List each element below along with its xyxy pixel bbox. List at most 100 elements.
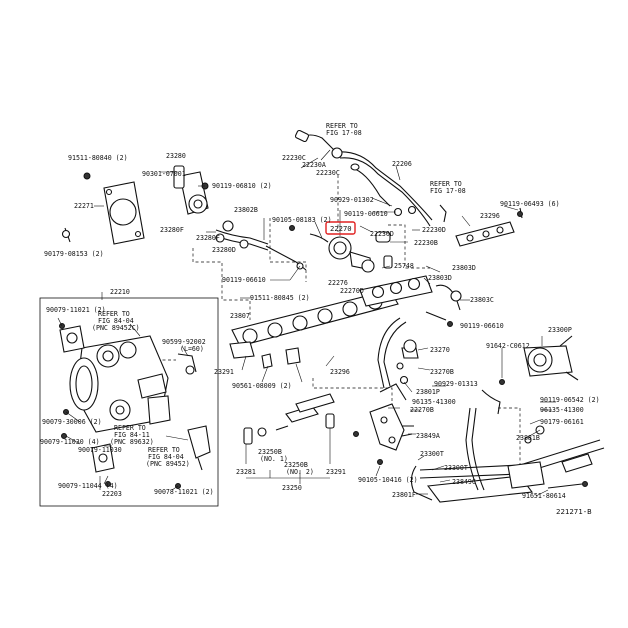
label-91511-80840: 91511-80840 (2) (68, 154, 128, 162)
label-23291-a: 23291 (214, 368, 234, 376)
label-refer-fig84-11-c: (PNC 89632) (110, 438, 154, 446)
label-22230C-b: 22230C (316, 169, 340, 177)
label-91642-C0612: 91642-C0612 (486, 342, 530, 350)
dashed-guide-lines (146, 175, 521, 470)
label-23250B-no1: 23250B (258, 448, 282, 456)
label-90179-08153: 90179-08153 (2) (44, 250, 104, 258)
label-90079-11030-a: 90079-11030 (4) (40, 438, 100, 446)
label-23250B-no1b: (NO. 1) (260, 455, 288, 463)
label-refer-fig84-04-2b: FIG 84-04 (148, 453, 184, 461)
label-23270: 23270 (430, 346, 450, 354)
label-90929-01313: 90929-01313 (434, 380, 478, 388)
label-23300T-a: 23300T (420, 450, 444, 458)
label-90561-08009: 90561-08009 (2) (232, 382, 292, 390)
label-90599-92002-b: (L=60) (180, 345, 204, 353)
label-refer-fig84-04-2c: (PNC 89452) (146, 460, 190, 468)
label-22230A: 22230A (302, 161, 326, 169)
label-23281: 23281 (236, 468, 256, 476)
label-refer-fig17-08-right: REFER TO (430, 180, 462, 188)
label-96135-41300-b: 96135-41300 (540, 406, 584, 414)
label-90119-06810: 90119-06810 (2) (212, 182, 272, 190)
label-refer-fig84-04-2: REFER TO (148, 446, 180, 454)
label-90079-30006: 90079-30006 (2) (42, 418, 102, 426)
fuel-line-lower-right (410, 407, 605, 503)
label-90119-06610-b: 90119-06610 (460, 322, 504, 330)
label-90105-08183: 90105-08183 (2) (272, 216, 332, 224)
label-23250B-no2b: (NO. 2) (286, 468, 314, 476)
label-22206: 22206 (392, 160, 412, 168)
label-22230D-b: 22230D (370, 230, 394, 238)
label-23300T-b: 23300T (444, 464, 468, 472)
label-22203: 22203 (102, 490, 122, 498)
label-23849C: 23849C (452, 478, 476, 486)
label-90119-06610-c: 90119-06610 (222, 276, 266, 284)
label-22230D: 22230D (422, 226, 446, 234)
label-91651-80614: 91651-80614 (522, 492, 566, 500)
label-refer-fig17-08-top: REFER TO (326, 122, 358, 130)
label-23296: 23296 (480, 212, 500, 220)
figure-id: 221271-B (556, 507, 592, 516)
pressure-regulator (309, 231, 393, 273)
label-23280F-b: 23280F (196, 234, 220, 242)
label-refer-fig84-04-b: FIG 84-04 (98, 317, 134, 325)
label-22230B: 22230B (414, 239, 438, 247)
label-23807: 23807 (230, 312, 250, 320)
fuel-pipe-assembly (294, 129, 447, 227)
fuel-delivery-rail (229, 275, 433, 369)
label-90119-06542: 90119-06542 (2) (540, 396, 600, 404)
label-23280F: 23280F (160, 226, 184, 234)
label-90301-07001: 90301-07001 (142, 170, 186, 178)
highlight-box-22270 (325, 221, 356, 235)
label-96135-41300-a: 96135-41300 (412, 398, 456, 406)
label-refer-fig17-08-top-b: FIG 17-08 (326, 129, 362, 137)
label-90119-06493: 90119-06493 (6) (500, 200, 560, 208)
label-refer-fig84-11: REFER TO (114, 424, 146, 432)
label-23280D: 23280D (212, 246, 236, 254)
label-25748: 25748 (394, 262, 414, 270)
pulsation-damper (481, 335, 579, 415)
label-23803D-b: 23803D (428, 274, 452, 282)
label-refer-fig84-04: REFER TO (98, 310, 130, 318)
label-22230C-a: 22230C (282, 154, 306, 162)
label-23801F: 23801F (392, 491, 416, 499)
label-90079-11021: 90079-11021 (2) (46, 306, 106, 314)
label-90079-11044: 90079-11044 (4) (58, 482, 118, 490)
label-23849A: 23849A (416, 432, 440, 440)
label-90078-11021: 90078-11021 (2) (154, 488, 214, 496)
label-90179-06161: 90179-06161 (540, 418, 584, 426)
label-refer-fig84-04-c: (PNC 89452C) (92, 324, 140, 332)
injector-group (243, 393, 383, 465)
label-refer-fig17-08-right-b: FIG 17-08 (430, 187, 466, 195)
throttle-gasket-22271 (61, 172, 145, 245)
label-23280: 23280 (166, 152, 186, 160)
label-23803C: 23803C (470, 296, 494, 304)
label-90929-01302: 90929-01302 (330, 196, 374, 204)
label-90105-10416: 90105-10416 (2) (358, 476, 418, 484)
idle-air-valve (173, 165, 307, 271)
label-23801P: 23801P (416, 388, 440, 396)
label-refer-fig84-11-b: FIG 84-11 (114, 431, 150, 439)
label-91511-80845: 91511-80845 (2) (250, 294, 310, 302)
label-23270B: 23270B (430, 368, 454, 376)
throttle-body-box (39, 297, 219, 507)
label-23291-b: 23291 (326, 468, 346, 476)
label-23250B-no2: 23250B (284, 461, 308, 469)
throttle-body (59, 323, 211, 489)
label-23250: 23250 (282, 484, 302, 492)
label-22276: 22276 (328, 279, 348, 287)
label-90079-11030-b: 90079-11030 (78, 446, 122, 454)
label-22210: 22210 (110, 288, 130, 296)
gasket-23296 (455, 207, 523, 247)
label-23881B: 23881B (516, 434, 540, 442)
label-23802B: 23802B (234, 206, 258, 214)
label-22270: 22270 (330, 224, 352, 233)
label-90119-06610-a: 90119-06610 (344, 210, 388, 218)
label-22270D: 22270D (340, 287, 364, 295)
label-23300P: 23300P (548, 326, 572, 334)
bracket-23849a (369, 403, 414, 451)
label-23296-b: 23296 (330, 368, 350, 376)
leader-lines (57, 149, 556, 497)
label-90599-92002: 90599-92002 (162, 338, 206, 346)
label-23803D-a: 23803D (452, 264, 476, 272)
